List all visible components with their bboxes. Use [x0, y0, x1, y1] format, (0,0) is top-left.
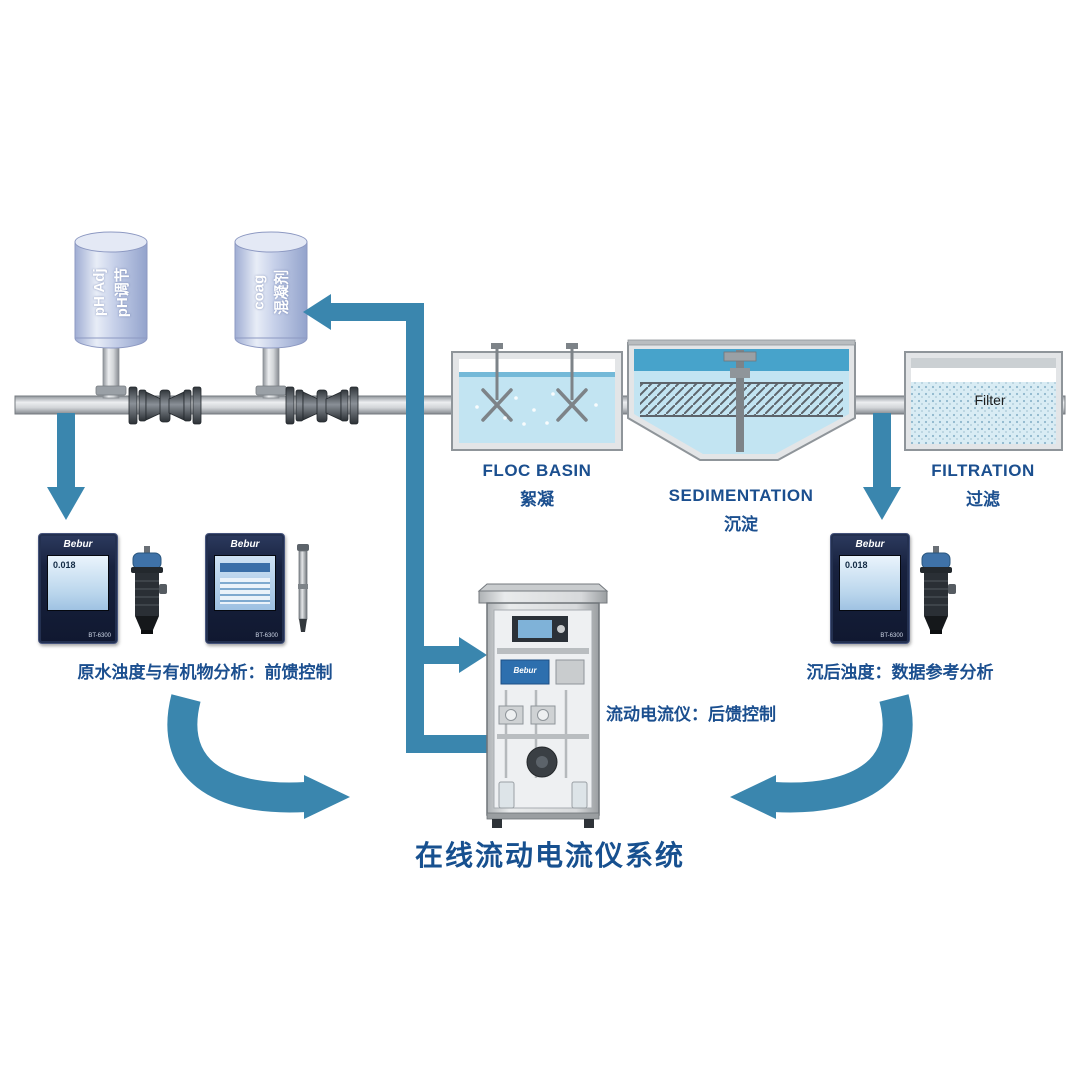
- page-title: 在线流动电流仪系统: [414, 840, 685, 871]
- floc-basin-icon: [451, 343, 623, 451]
- model-label: BT-6300: [255, 633, 278, 639]
- brand-logo: Bebur: [230, 539, 260, 550]
- dosing-pipe-necks: [95, 337, 287, 399]
- turbidity-sensor-icon-left: [124, 546, 170, 639]
- sedimentation-label-zh: 沉淀: [724, 515, 758, 534]
- analyzer-controller-post-sed: Bebur 0.018 BT-6300: [830, 533, 910, 644]
- dosing-valve-icon-1: [128, 386, 202, 425]
- sedimentation-label: SEDIMENTATION 沉淀: [641, 486, 841, 535]
- analyzer-controller-raw-2: Bebur BT-6300: [205, 533, 285, 644]
- brand-logo: Bebur: [855, 539, 885, 550]
- coagulant-tank-label-zh: 混凝剂: [273, 269, 291, 315]
- analyzer-controller-raw-1: Bebur 0.018 BT-6300: [38, 533, 118, 644]
- coagulant-tank-icon: [234, 231, 308, 349]
- filter-media-label: Filter: [974, 392, 1006, 408]
- sedimentation-basin-icon: [627, 339, 856, 461]
- sedimentation-label-en: SEDIMENTATION: [668, 486, 814, 505]
- filtration-basin-icon: [904, 351, 1063, 451]
- floc-basin-label-zh: 絮凝: [520, 490, 554, 509]
- floc-basin-label-en: FLOC BASIN: [482, 461, 592, 480]
- caption-post-sedimentation: 沉后浊度：数据参考分析: [806, 663, 994, 682]
- coagulant-tank-label: coag 混凝剂: [235, 246, 307, 338]
- filtration-label-zh: 过滤: [966, 490, 1000, 509]
- model-label: BT-6300: [88, 633, 111, 639]
- brand-logo: Bebur: [63, 539, 93, 550]
- flow-arrow-icons: [47, 294, 901, 753]
- screen-reading: 0.018: [845, 560, 868, 570]
- controller-screen: 0.018: [839, 555, 901, 611]
- dosing-valve-icon-2: [285, 386, 359, 425]
- model-label: BT-6300: [880, 633, 903, 639]
- feedback-arrow-icons: [167, 694, 913, 819]
- filtration-label: FILTRATION 过滤: [883, 461, 1080, 510]
- filtration-label-en: FILTRATION: [931, 461, 1035, 480]
- coagulant-tank-label-en: coag: [250, 274, 268, 310]
- ph-tank-label-zh: pH调节: [114, 267, 131, 317]
- ph-tank-label-en: pH Adj: [90, 268, 108, 316]
- controller-screen: [214, 555, 276, 611]
- probe-sensor-icon: [293, 544, 313, 641]
- caption-raw-water: 原水浊度与有机物分析：前馈控制: [77, 663, 333, 682]
- ph-tank-icon: [74, 231, 148, 349]
- controller-screen: 0.018: [47, 555, 109, 611]
- caption-streaming-current: 流动电流仪：后馈控制: [606, 705, 776, 724]
- floc-basin-label: FLOC BASIN 絮凝: [437, 461, 637, 510]
- screen-reading: 0.018: [53, 560, 76, 570]
- turbidity-sensor-icon-right: [913, 546, 959, 639]
- ph-tank-label: pH Adj pH调节: [75, 246, 147, 338]
- cabinet-brand-label: Bebur: [513, 666, 537, 675]
- instrument-cabinet-icon: [477, 583, 609, 828]
